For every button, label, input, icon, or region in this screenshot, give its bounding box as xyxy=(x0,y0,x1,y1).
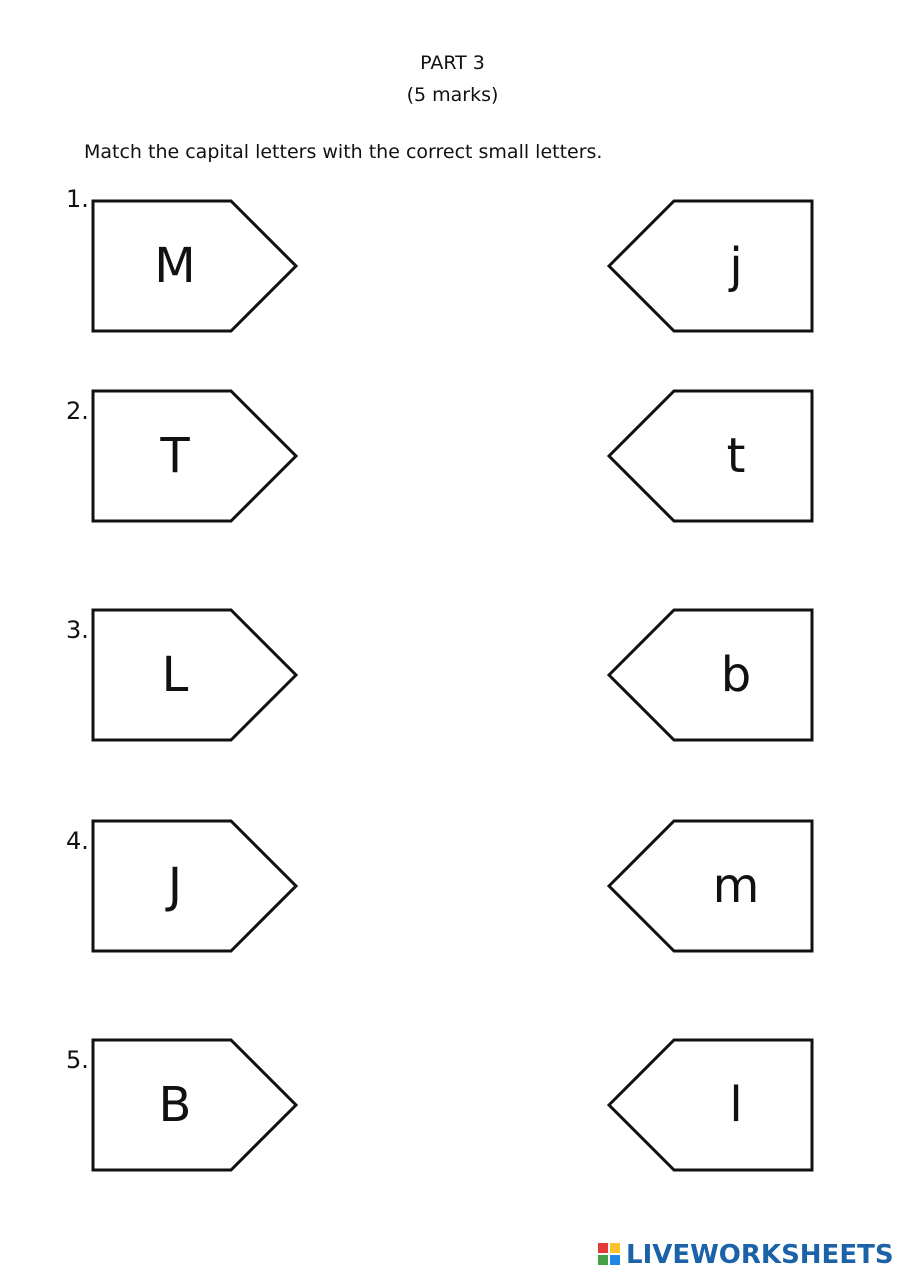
small-letter: b xyxy=(720,647,752,703)
page-subtitle: (5 marks) xyxy=(406,84,499,106)
capital-letter: L xyxy=(161,647,189,703)
small-letter: t xyxy=(726,428,746,484)
small-letter-tag[interactable]: l xyxy=(606,1038,814,1172)
capital-letter: T xyxy=(160,428,190,484)
arrow-tag-left-shape xyxy=(606,819,814,953)
capital-letter-tag[interactable]: L xyxy=(91,608,299,742)
match-row-3: 3. L b xyxy=(0,608,905,742)
capital-letter: J xyxy=(167,858,183,914)
item-number: 2. xyxy=(66,397,89,425)
arrow-tag-right-shape xyxy=(91,389,299,523)
match-row-2: 2. T t xyxy=(0,389,905,523)
brand-logo: LIVEWORKSHEETS xyxy=(598,1240,894,1270)
arrow-tag-right-shape xyxy=(91,608,299,742)
capital-letter: B xyxy=(158,1077,192,1133)
match-row-5: 5. B l xyxy=(0,1038,905,1172)
arrow-tag-left-shape xyxy=(606,608,814,742)
match-row-1: 1. M j xyxy=(0,185,905,333)
capital-letter-tag[interactable]: B xyxy=(91,1038,299,1172)
arrow-tag-right-shape xyxy=(91,1038,299,1172)
item-number: 3. xyxy=(66,616,89,644)
item-number: 1. xyxy=(66,185,89,213)
small-letter-tag[interactable]: b xyxy=(606,608,814,742)
arrow-tag-right-shape xyxy=(91,199,299,333)
arrow-tag-left-shape xyxy=(606,199,814,333)
small-letter: m xyxy=(712,858,760,914)
arrow-tag-left-shape xyxy=(606,1038,814,1172)
capital-letter-tag[interactable]: T xyxy=(91,389,299,523)
brand-text: LIVEWORKSHEETS xyxy=(626,1240,894,1270)
liveworksheets-logo-icon xyxy=(598,1243,622,1267)
item-number: 5. xyxy=(66,1046,89,1074)
arrow-tag-left-shape xyxy=(606,389,814,523)
small-letter-tag[interactable]: j xyxy=(606,199,814,333)
capital-letter: M xyxy=(154,238,196,294)
page-title: PART 3 xyxy=(420,52,485,74)
instructions: Match the capital letters with the corre… xyxy=(84,141,603,163)
small-letter-tag[interactable]: t xyxy=(606,389,814,523)
capital-letter-tag[interactable]: M xyxy=(91,199,299,333)
capital-letter-tag[interactable]: J xyxy=(91,819,299,953)
small-letter-tag[interactable]: m xyxy=(606,819,814,953)
small-letter: l xyxy=(729,1077,743,1133)
match-row-4: 4. J m xyxy=(0,819,905,953)
small-letter: j xyxy=(729,238,743,294)
arrow-tag-right-shape xyxy=(91,819,299,953)
item-number: 4. xyxy=(66,827,89,855)
